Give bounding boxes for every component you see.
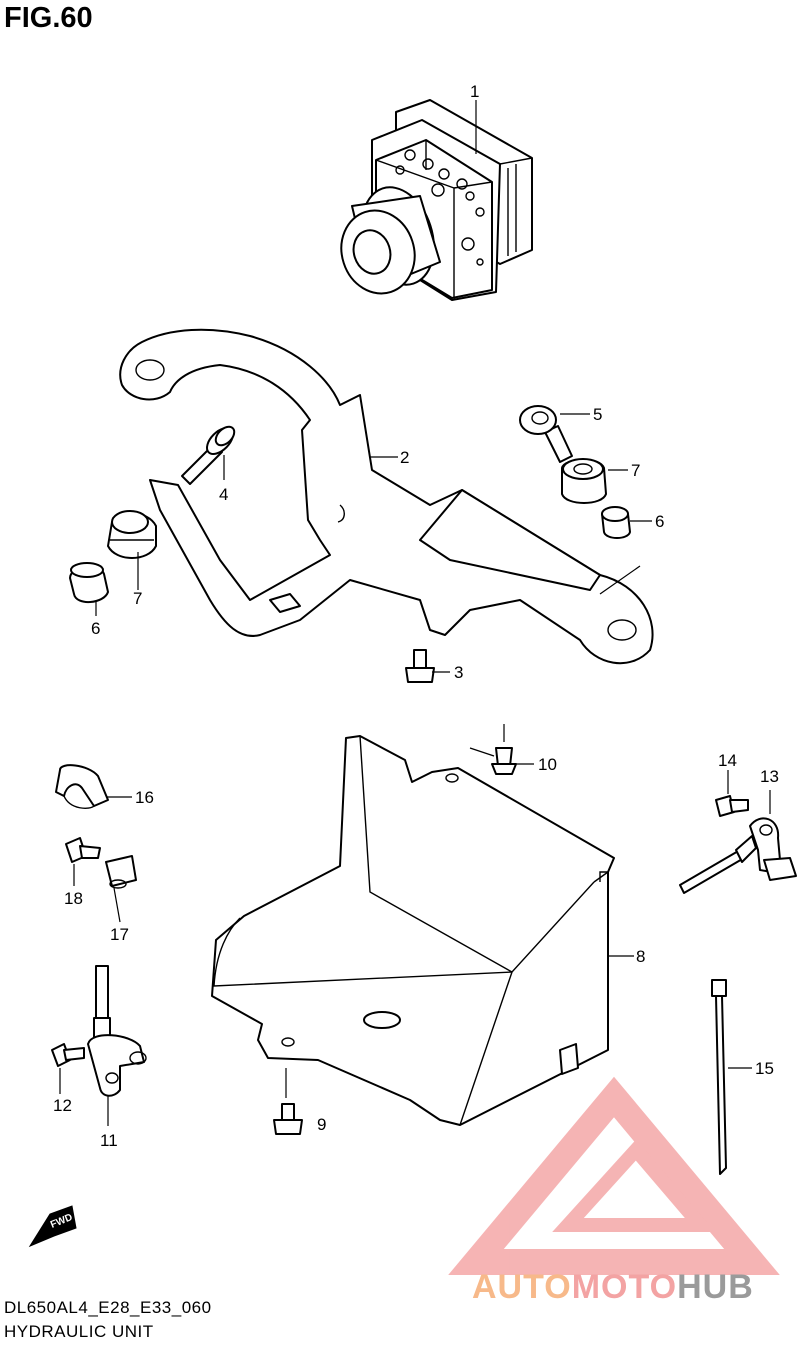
collar-part-6-left: [69, 562, 109, 603]
bolt-part-5: [519, 405, 573, 463]
sensor-part-13: [679, 817, 797, 894]
section-name: HYDRAULIC UNIT: [4, 1322, 154, 1341]
callout-6-left: 6: [91, 619, 100, 638]
bolt-part-3: [405, 649, 435, 683]
callout-4: 4: [219, 485, 228, 504]
watermark-text-auto: AUTO: [472, 1268, 572, 1306]
callout-numbers: 1 2 3 4 5 6 6 7 7 8 9 10 11 12 13 14 15 …: [53, 82, 779, 1150]
bolt-part-4: [181, 425, 236, 485]
callout-17: 17: [110, 925, 129, 944]
cover-part-8: [211, 735, 615, 1126]
callout-6-right: 6: [655, 512, 664, 531]
callout-13: 13: [760, 767, 779, 786]
watermark-text-hub: HUB: [677, 1268, 754, 1306]
leader-lines: [59, 100, 771, 1126]
callout-3: 3: [454, 663, 463, 682]
bracket-part-2: [119, 328, 654, 665]
collar-part-6-right: [601, 506, 631, 539]
watermark-brand-text: AUTOMOTOHUB: [472, 1268, 754, 1307]
callout-18: 18: [64, 889, 83, 908]
grommet-part-7-left: [107, 510, 157, 559]
callout-9: 9: [317, 1115, 326, 1134]
cable-tie-part-15: [711, 979, 727, 1175]
bolt-part-9: [273, 1103, 303, 1135]
bolt-part-12: [51, 1043, 85, 1067]
figure-title: FIG.60: [4, 2, 93, 34]
callout-2: 2: [400, 448, 409, 467]
clip-part-10: [491, 747, 517, 775]
callout-8: 8: [636, 947, 645, 966]
fwd-arrow-icon: FWD: [28, 1205, 77, 1248]
callout-11: 11: [100, 1131, 118, 1150]
model-code: DL650AL4_E28_E33_060: [4, 1298, 212, 1317]
clip-part-17: [105, 855, 137, 889]
sensor-part-11: [87, 965, 147, 1097]
bolt-part-14: [715, 795, 749, 817]
callout-7-right: 7: [631, 461, 640, 480]
grommet-part-7-right: [561, 458, 607, 504]
callout-12: 12: [53, 1096, 72, 1115]
watermark-text-moto: MOTO: [571, 1268, 678, 1306]
callout-16: 16: [135, 788, 154, 807]
hydraulic-unit-part-1: [340, 99, 533, 301]
callout-5: 5: [593, 405, 602, 424]
callout-14: 14: [718, 751, 737, 770]
bolt-part-18: [65, 837, 101, 863]
callout-10: 10: [538, 755, 557, 774]
clamp-part-16: [55, 764, 109, 809]
watermark-logo-mark: [448, 1076, 780, 1275]
callout-1: 1: [470, 82, 479, 101]
callout-7-left: 7: [133, 589, 142, 608]
callout-15: 15: [755, 1059, 774, 1078]
